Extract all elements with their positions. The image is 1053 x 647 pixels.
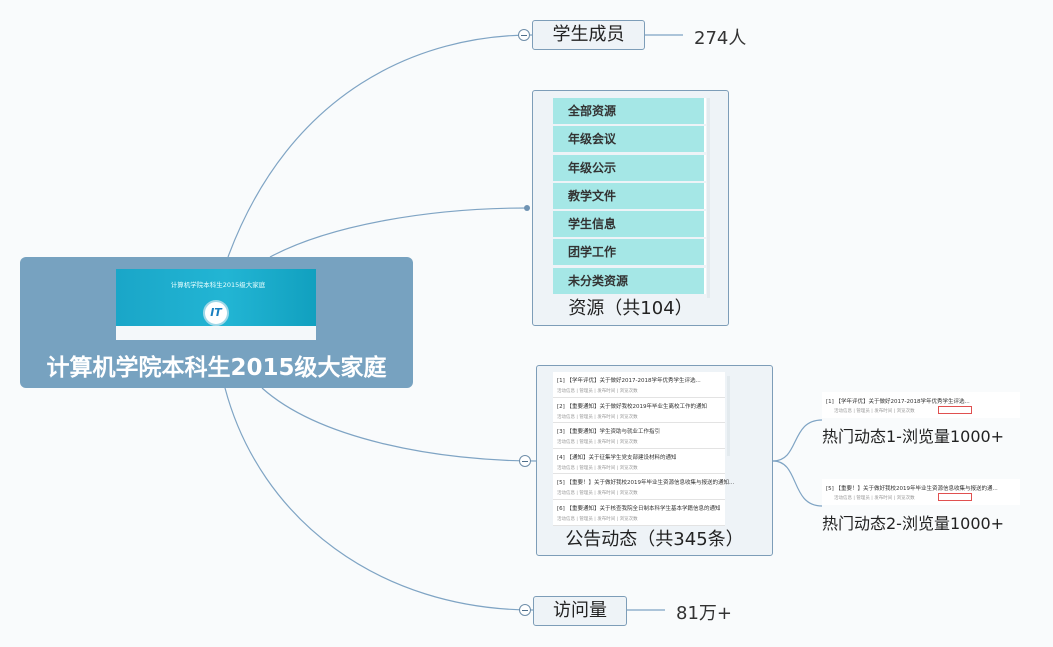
resource-item[interactable]: 未分类资源 xyxy=(553,267,706,294)
announcement-row[interactable]: [1] 【学年评优】关于做好2017-2018学年优秀学生评选... 活动信息 … xyxy=(553,372,725,398)
topic-members[interactable]: 学生成员 xyxy=(532,20,645,50)
hot-post-title: [5] 【重要！】关于做好我校2019年毕业生资源信息收集与报送的通... xyxy=(826,486,998,492)
announcement-meta: 活动信息 | 管理员 | 发布时间 | 浏览次数 xyxy=(557,465,638,471)
link-visits xyxy=(224,387,534,611)
announcement-title: [1] 【学年评优】关于做好2017-2018学年优秀学生评选... xyxy=(557,378,701,384)
root-topic[interactable]: 计算机学院本科生2015级大家庭 IT 计算机学院本科生2015级大家庭 xyxy=(20,257,413,388)
hot-post-1-screenshot: [1] 【学年评优】关于做好2017-2018学年优秀学生评选... 活动信息 … xyxy=(822,392,1020,418)
topic-resources[interactable]: 全部资源 年级会议 年级公示 教学文件 学生信息 团学工作 未分类资源 资源（共… xyxy=(532,90,729,326)
announcement-title: [5] 【重要！】关于做好我校2019年毕业生资源信息收集与报送的通知... xyxy=(557,480,735,487)
announcement-title: [2] 【重要通知】关于做好我校2019年毕业生离校工作的通知 xyxy=(557,403,708,410)
root-banner-image: 计算机学院本科生2015级大家庭 IT xyxy=(116,269,316,340)
resource-list-scrollbar[interactable] xyxy=(707,98,710,298)
resource-item[interactable]: 团学工作 xyxy=(553,239,706,266)
announcement-meta: 活动信息 | 管理员 | 发布时间 | 浏览次数 xyxy=(557,516,638,522)
collapse-toggle-visits[interactable] xyxy=(519,604,531,616)
hot-post-meta: 活动信息 | 管理员 | 发布时间 | 浏览次数 xyxy=(834,496,915,501)
announcement-list-scrollbar[interactable] xyxy=(727,376,730,456)
resource-item[interactable]: 学生信息 xyxy=(553,211,706,238)
announcement-title: [3] 【重要通知】学生资助与就业工作指引 xyxy=(557,429,661,436)
collapse-toggle-members[interactable] xyxy=(518,29,530,41)
resource-item[interactable]: 全部资源 xyxy=(553,98,706,124)
hot-post-1-label: 热门动态1-浏览量1000+ xyxy=(822,427,1005,446)
banner-title: 计算机学院本科生2015级大家庭 xyxy=(170,281,266,289)
resource-item[interactable]: 年级会议 xyxy=(553,126,706,153)
announcement-row[interactable]: [4] 【通知】关于征集学生党支部建设材料的通知 活动信息 | 管理员 | 发布… xyxy=(553,449,725,475)
topic-visits-label: 访问量 xyxy=(553,600,607,621)
members-count: 274人 xyxy=(694,28,747,49)
link-hot-1 xyxy=(772,419,823,462)
topic-visits[interactable]: 访问量 xyxy=(533,596,627,626)
link-resources xyxy=(269,207,528,258)
announcement-row[interactable]: [3] 【重要通知】学生资助与就业工作指引 活动信息 | 管理员 | 发布时间 … xyxy=(553,423,725,449)
link-announcements xyxy=(261,387,537,462)
hot-post-2-label: 热门动态2-浏览量1000+ xyxy=(822,514,1005,533)
hot-post-2-screenshot: [5] 【重要！】关于做好我校2019年毕业生资源信息收集与报送的通... 活动… xyxy=(822,479,1020,505)
resource-category-list: 全部资源 年级会议 年级公示 教学文件 学生信息 团学工作 未分类资源 xyxy=(553,98,706,296)
topic-members-label: 学生成员 xyxy=(552,24,625,45)
announcement-list-screenshot: [1] 【学年评优】关于做好2017-2018学年优秀学生评选... 活动信息 … xyxy=(553,372,735,526)
visits-count: 81万+ xyxy=(676,603,732,624)
announcement-meta: 活动信息 | 管理员 | 发布时间 | 浏览次数 xyxy=(557,440,638,446)
resource-item[interactable]: 教学文件 xyxy=(553,182,706,209)
topic-announcements[interactable]: [1] 【学年评优】关于做好2017-2018学年优秀学生评选... 活动信息 … xyxy=(536,365,773,556)
link-dot-resources xyxy=(524,205,530,211)
topic-hot-post-1[interactable]: [1] 【学年评优】关于做好2017-2018学年优秀学生评选... 活动信息 … xyxy=(822,392,1020,446)
collapse-toggle-announcements[interactable] xyxy=(519,455,531,467)
it-logo-icon: IT xyxy=(203,300,229,326)
topic-resources-label: 资源（共104） xyxy=(568,298,693,319)
view-count-highlight xyxy=(938,493,972,501)
link-members xyxy=(227,34,533,258)
announcement-row[interactable]: [2] 【重要通知】关于做好我校2019年毕业生离校工作的通知 活动信息 | 管… xyxy=(553,398,725,424)
announcement-row[interactable]: [5] 【重要！】关于做好我校2019年毕业生资源信息收集与报送的通知... 活… xyxy=(553,474,735,500)
resource-item[interactable]: 年级公示 xyxy=(553,154,706,181)
hot-post-title: [1] 【学年评优】关于做好2017-2018学年优秀学生评选... xyxy=(826,399,970,405)
view-count-highlight xyxy=(938,406,972,414)
topic-hot-post-2[interactable]: [5] 【重要！】关于做好我校2019年毕业生资源信息收集与报送的通... 活动… xyxy=(822,479,1020,533)
root-title: 计算机学院本科生2015级大家庭 xyxy=(46,355,387,381)
announcement-row[interactable]: [6] 【重要通知】关于核查我院全日制本科学生基本学籍信息的通知 活动信息 | … xyxy=(553,500,725,526)
link-hot-2 xyxy=(772,460,823,507)
announcement-meta: 活动信息 | 管理员 | 发布时间 | 浏览次数 xyxy=(557,491,638,497)
announcement-meta: 活动信息 | 管理员 | 发布时间 | 浏览次数 xyxy=(557,414,638,420)
hot-post-meta: 活动信息 | 管理员 | 发布时间 | 浏览次数 xyxy=(834,409,915,414)
announcement-meta: 活动信息 | 管理员 | 发布时间 | 浏览次数 xyxy=(557,389,638,394)
banner-nav-strip xyxy=(116,326,316,340)
topic-announcements-label: 公告动态（共345条） xyxy=(565,529,744,550)
announcement-title: [4] 【通知】关于征集学生党支部建设材料的通知 xyxy=(557,454,677,461)
announcement-title: [6] 【重要通知】关于核查我院全日制本科学生基本学籍信息的通知 xyxy=(557,505,721,512)
